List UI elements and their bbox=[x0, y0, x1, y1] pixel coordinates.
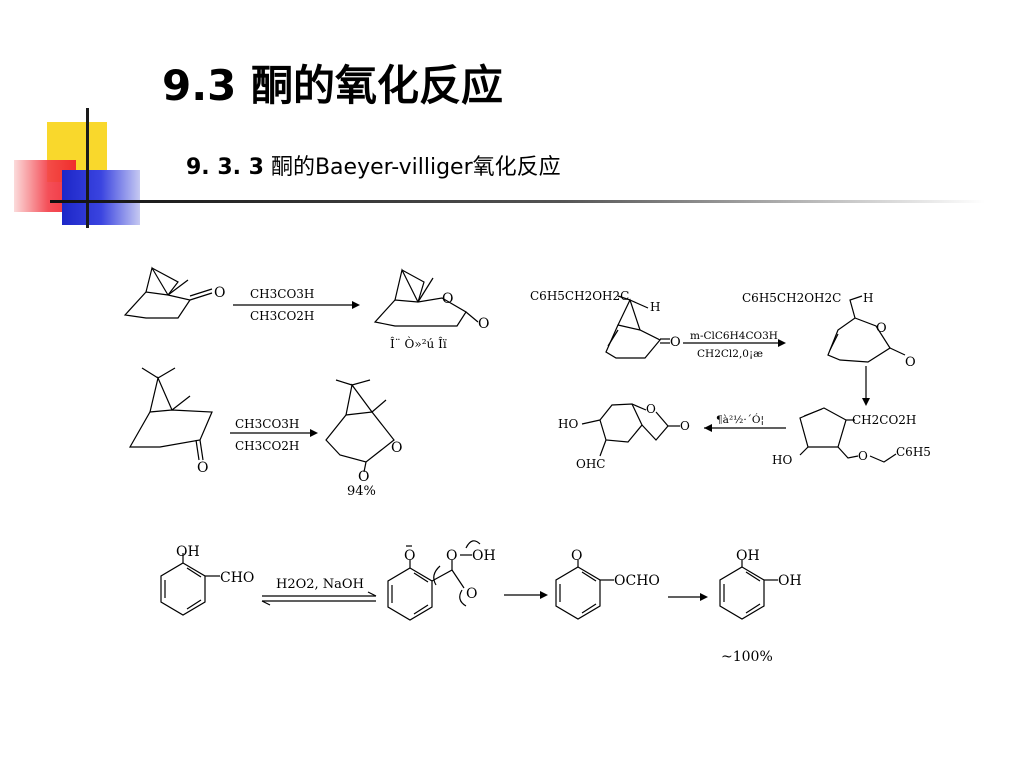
r5-carbonyl-o: O bbox=[680, 419, 690, 433]
r1-ring-o: O bbox=[442, 291, 453, 307]
dakin-int-oh: OH bbox=[472, 548, 496, 564]
dakin-ester-ocho: OCHO bbox=[614, 573, 660, 589]
reaction-1: O CH3CO3H CH3CO2H O O Î¨ Ò»²ú Îï bbox=[123, 266, 489, 351]
r4-ether-o: O bbox=[858, 449, 868, 463]
subtitle-text: 酮的Baeyer-villiger氧化反应 bbox=[270, 155, 561, 180]
dakin-reagent: H2O2, NaOH bbox=[276, 577, 364, 592]
dakin-ester-o: O bbox=[571, 548, 582, 564]
r5-ohc: OHC bbox=[576, 457, 605, 471]
r1-reagent-bottom: CH3CO2H bbox=[250, 309, 314, 323]
r1-carbonyl-o: O bbox=[214, 285, 225, 301]
dakin-product-oh-2: OH bbox=[778, 573, 802, 589]
r5-ho: HO bbox=[558, 417, 578, 431]
r3-carbonyl-o-product: O bbox=[905, 355, 916, 370]
dakin-intermediate: O O OH O bbox=[387, 540, 496, 621]
dakin-product-catechol: OH OH ~100% bbox=[719, 548, 802, 665]
decor-horizontal-rule bbox=[50, 200, 985, 203]
dakin-equilibrium-arrow: H2O2, NaOH bbox=[261, 577, 377, 606]
dakin-product-oh-1: OH bbox=[736, 548, 760, 564]
r2-carbonyl-o-product: O bbox=[358, 469, 369, 485]
r4-phenyl: C6H5 bbox=[896, 445, 931, 459]
reaction-3: C6H5CH2OH2C H O m-ClC6H4CO3H CH2Cl2,0¡æ … bbox=[530, 289, 916, 406]
dakin-int-o: O bbox=[446, 548, 457, 564]
r3-arrow: m-ClC6H4CO3H CH2Cl2,0¡æ bbox=[683, 330, 786, 360]
reaction-2: O CH3CO3H CH3CO2H O O 94% bbox=[128, 367, 402, 499]
slide-title: 9.3 酮的氧化反应 bbox=[162, 61, 504, 110]
r1-reagent-top: CH3CO3H bbox=[250, 287, 314, 301]
r1-arrow: CH3CO3H CH3CO2H bbox=[233, 287, 360, 323]
r4-ho: HO bbox=[772, 453, 792, 467]
decor-vertical-rule bbox=[86, 108, 89, 228]
r3-product-substituent: C6H5CH2OH2C bbox=[742, 291, 841, 305]
r4-step-note: ¶à²½·´Ó¦ bbox=[716, 412, 764, 426]
r3-reagent-top: m-ClC6H4CO3H bbox=[690, 330, 778, 342]
slide-subtitle: 9. 3. 3 酮的Baeyer-villiger氧化反应 bbox=[186, 149, 561, 181]
r4-side-chain: CH2CO2H bbox=[852, 413, 916, 427]
r3-h-label: H bbox=[650, 300, 660, 314]
reaction-4-intermediate: CH2CO2H O C6H5 HO ¶à²½·´Ó¦ bbox=[704, 407, 931, 467]
r3-reagent-bottom: CH2Cl2,0¡æ bbox=[697, 348, 763, 360]
r2-yield: 94% bbox=[347, 484, 376, 499]
dakin-substrate-oh: OH bbox=[176, 544, 200, 560]
r3-product-h: H bbox=[863, 291, 873, 305]
r1-carbonyl-o-product: O bbox=[478, 316, 489, 332]
dakin-reaction: OH CHO H2O2, NaOH O O OH O bbox=[160, 540, 802, 665]
r3-ring-o: O bbox=[876, 321, 887, 336]
dakin-ester: O OCHO bbox=[555, 548, 660, 620]
r2-reagent-top: CH3CO3H bbox=[235, 417, 299, 431]
r1-reactant-norcamphor: O bbox=[123, 266, 225, 319]
dakin-arrow-3 bbox=[668, 593, 708, 601]
r2-carbonyl-o: O bbox=[197, 460, 208, 476]
reaction-5-product: O O HO OHC bbox=[558, 402, 690, 471]
dakin-int-o-minus: O bbox=[404, 548, 415, 564]
dakin-substrate: OH CHO bbox=[160, 544, 254, 616]
r2-arrow: CH3CO3H CH3CO2H bbox=[230, 417, 318, 453]
r3-carbonyl-o: O bbox=[670, 335, 681, 350]
r1-product-lactone: O O Î¨ Ò»²ú Îï bbox=[373, 268, 489, 351]
dakin-substrate-cho: CHO bbox=[220, 570, 254, 586]
r3-reactant: C6H5CH2OH2C H O bbox=[530, 289, 681, 359]
dakin-yield: ~100% bbox=[721, 649, 773, 665]
r5-ring-o: O bbox=[646, 402, 656, 416]
r2-ring-o: O bbox=[391, 440, 402, 456]
subtitle-number: 9. 3. 3 bbox=[186, 155, 264, 180]
r2-product-lactone: O O 94% bbox=[325, 379, 402, 499]
r2-reagent-bottom: CH3CO2H bbox=[235, 439, 299, 453]
r2-reactant-camphor: O bbox=[128, 367, 213, 476]
r3-substituent: C6H5CH2OH2C bbox=[530, 289, 629, 303]
r3-product: C6H5CH2OH2C H O O bbox=[742, 291, 916, 370]
dakin-int-o-minus-2: O bbox=[466, 586, 477, 602]
dakin-arrow-2 bbox=[504, 591, 548, 599]
decor-blue-square bbox=[62, 170, 140, 225]
r1-product-note: Î¨ Ò»²ú Îï bbox=[390, 335, 447, 351]
r3-down-arrow bbox=[862, 366, 870, 406]
